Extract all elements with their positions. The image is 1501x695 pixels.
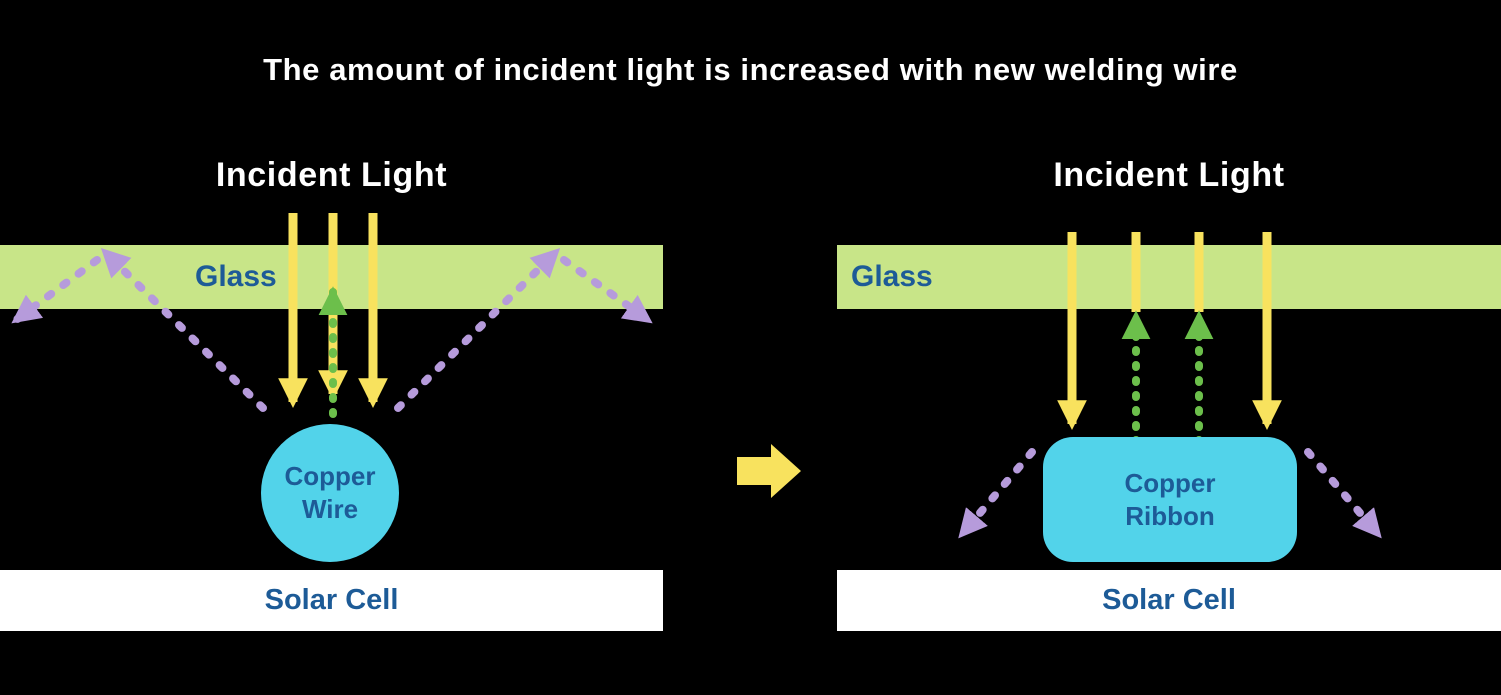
lost-light-arrow-icon bbox=[1304, 448, 1382, 539]
diagram-title: The amount of incident light is increase… bbox=[263, 52, 1238, 87]
right-glass-label: Glass bbox=[851, 260, 933, 293]
right-glass-layer: Glass bbox=[837, 245, 1501, 309]
right-incident-light-heading: Incident Light bbox=[1053, 156, 1285, 194]
reflected-light-arrows bbox=[318, 286, 1214, 446]
left-glass-label: Glass bbox=[195, 260, 277, 293]
copper-ribbon-label-line2: Ribbon bbox=[1125, 500, 1215, 531]
left-solar-cell: Solar Cell bbox=[0, 570, 663, 631]
left-solar-cell-label: Solar Cell bbox=[264, 584, 399, 616]
lost-light-arrow-icon bbox=[958, 448, 1036, 539]
lost-light-arrow-icon bbox=[11, 256, 101, 324]
lost-light-arrow-icon bbox=[100, 247, 267, 412]
incident-light-arrows bbox=[278, 213, 1282, 430]
copper-wire-label-line2: Wire bbox=[301, 494, 359, 524]
right-solar-cell: Solar Cell bbox=[837, 570, 1501, 631]
copper-wire-label-line1: Copper bbox=[284, 461, 376, 491]
right-lost-light-arrows bbox=[958, 448, 1382, 539]
copper-ribbon-shape: Copper Ribbon bbox=[1043, 437, 1297, 562]
lost-light-arrow-icon bbox=[560, 256, 653, 324]
left-incident-light-heading: Incident Light bbox=[215, 156, 448, 194]
right-solar-cell-label: Solar Cell bbox=[1102, 584, 1236, 616]
left-lost-light-arrows bbox=[11, 247, 653, 412]
lost-light-arrow-icon bbox=[394, 247, 561, 412]
transition-right-arrow-icon bbox=[737, 444, 801, 498]
copper-wire-shape: Copper Wire bbox=[261, 424, 399, 562]
copper-ribbon-label-line1: Copper bbox=[1124, 467, 1216, 498]
